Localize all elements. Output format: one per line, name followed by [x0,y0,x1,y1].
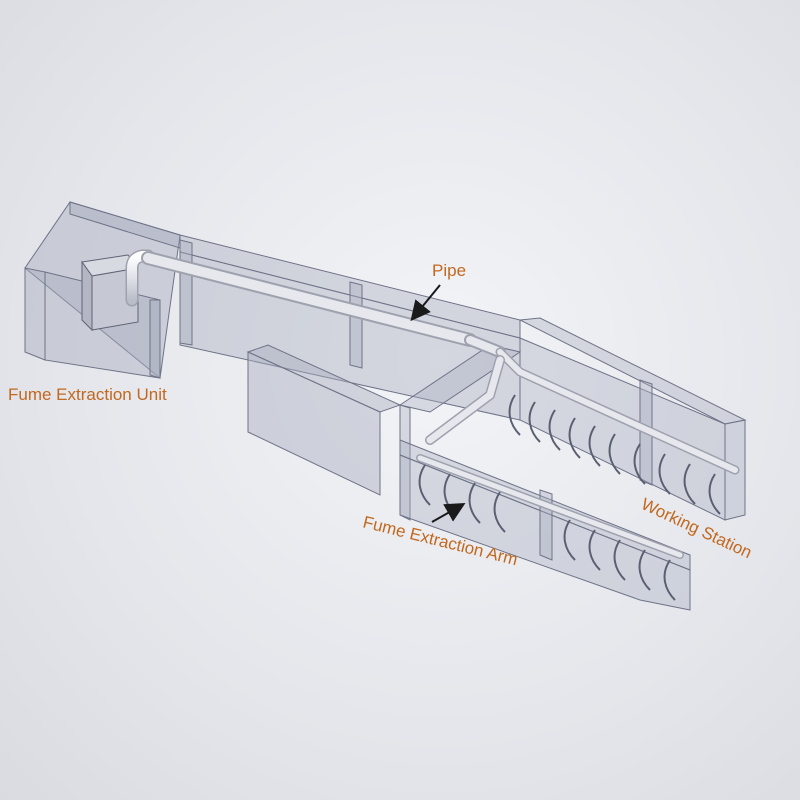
callout-arrows [410,284,466,523]
fume-extraction-unit-label: Fume Extraction Unit [8,385,167,404]
front-partition [246,344,402,496]
pipe-arrow [410,284,441,322]
pipe-label: Pipe [432,261,466,280]
upper-arm-row [508,394,721,515]
lower-arm-row [418,464,676,601]
arm-arrow [431,503,466,523]
duct-pipe-network [125,249,740,559]
